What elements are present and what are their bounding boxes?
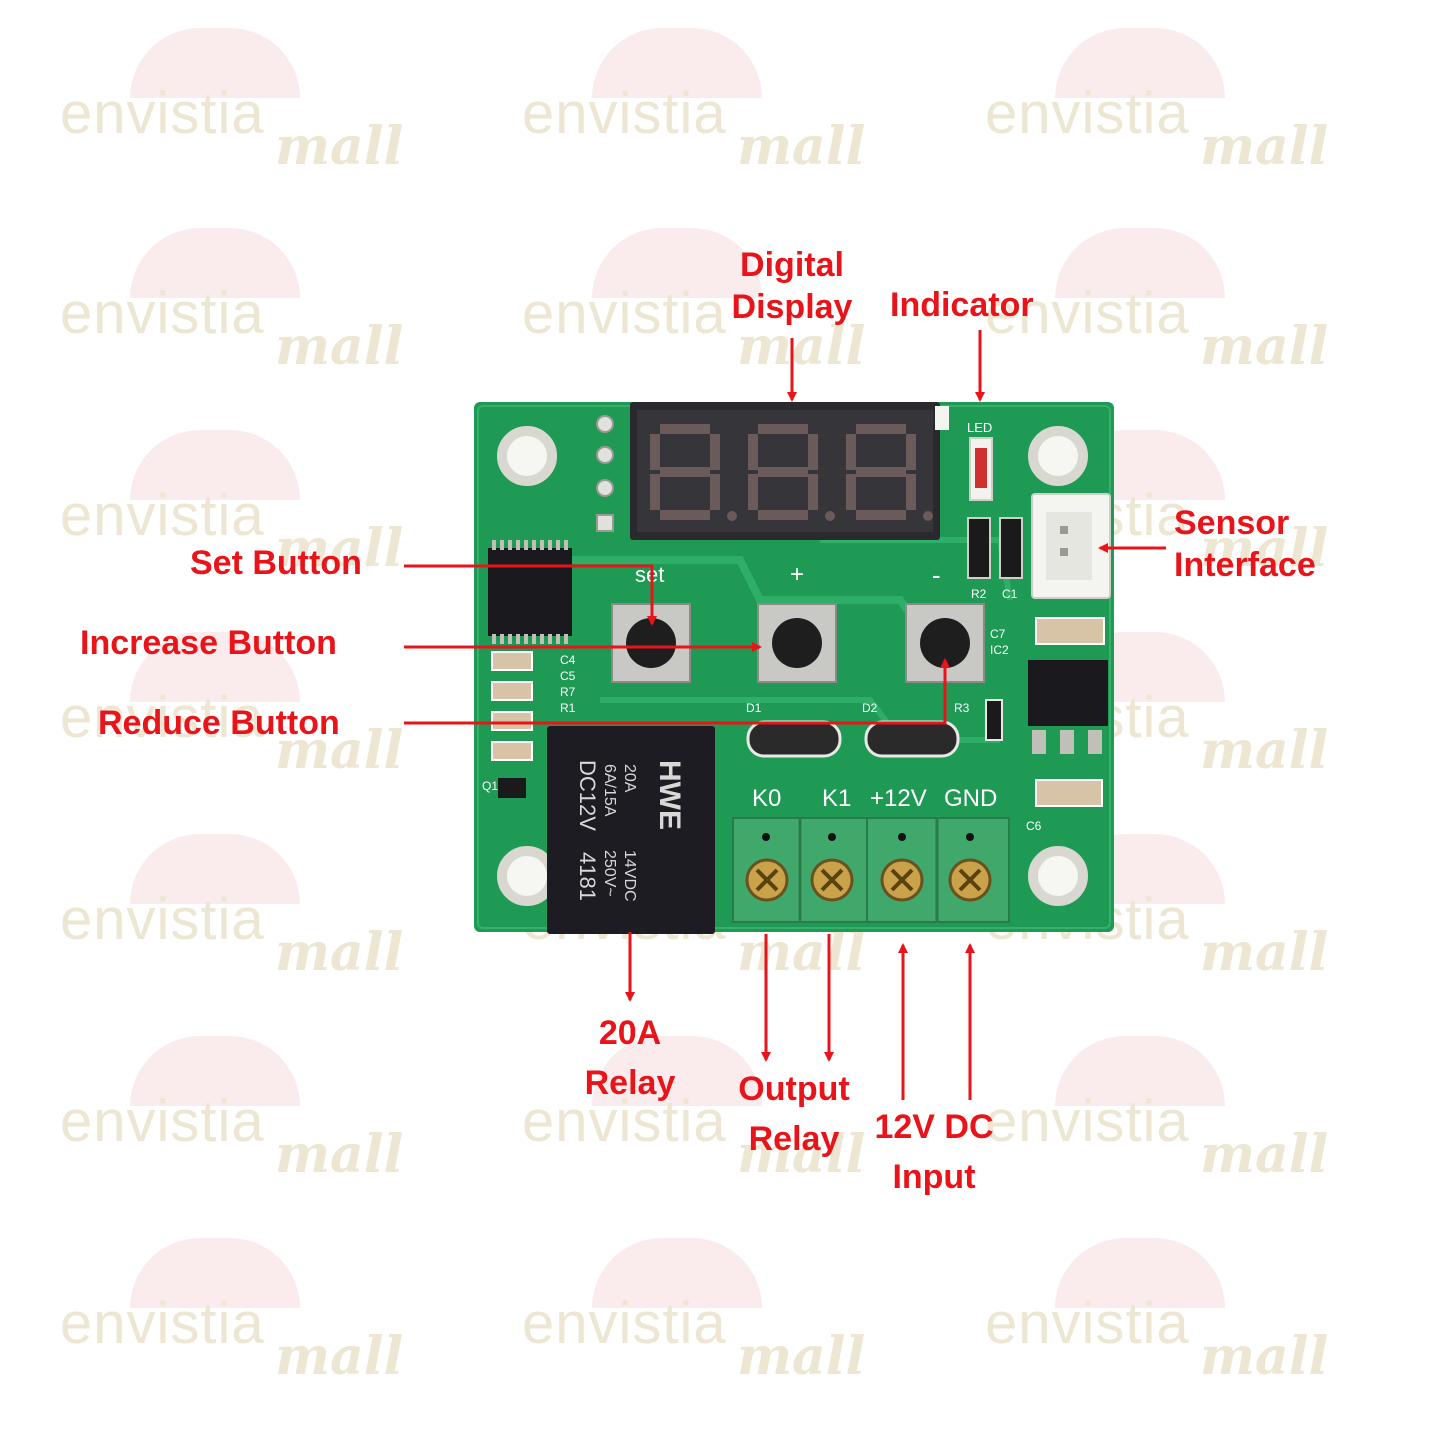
display-decimal-point	[923, 511, 933, 521]
terminal-12v: +12V	[870, 785, 927, 812]
label-reduce-button: Reduce Button	[98, 704, 340, 742]
relay-rating1: 20A	[621, 764, 638, 793]
label-dc-input-line1: 12V DC	[874, 1108, 994, 1146]
silk-c1: C1	[1002, 587, 1018, 601]
relay-rating2: 6A/15A	[601, 764, 618, 817]
relay-rating3: DC12V	[575, 760, 600, 831]
display-segment	[846, 474, 856, 510]
label-dc-input-line2: Input	[892, 1158, 976, 1196]
silk-r1: R1	[560, 701, 576, 715]
display-segment	[650, 434, 660, 470]
relay-brand: HWE	[653, 760, 686, 830]
label-set-button: Set Button	[190, 544, 362, 582]
relay-rating6: 4181	[575, 852, 600, 901]
display-segment	[710, 434, 720, 470]
terminal-k0: K0	[752, 785, 781, 812]
display-segment	[808, 434, 818, 470]
relay	[547, 726, 715, 934]
label-20a-relay-line2: Relay	[584, 1064, 676, 1102]
silk-r7: R7	[560, 685, 576, 699]
terminal-blocks	[732, 817, 1010, 923]
label-digital-display-line1: Digital	[740, 246, 844, 284]
terminal-gnd: GND	[944, 785, 997, 812]
tact-buttons	[611, 603, 985, 683]
silk-r2: R2	[971, 587, 987, 601]
silk-q1: Q1	[482, 779, 498, 793]
label-indicator: Indicator	[890, 286, 1034, 324]
display-segments	[650, 424, 933, 521]
silk-ic2: IC2	[990, 643, 1009, 657]
header-pads	[596, 415, 614, 532]
label-sensor-interface-line2: Interface	[1174, 546, 1316, 584]
display-segment	[710, 474, 720, 510]
display-segment	[660, 424, 710, 434]
silk-c4: C4	[560, 653, 576, 667]
display-segment	[660, 510, 710, 520]
silk-c7: C7	[990, 627, 1006, 641]
annotation-arrows	[404, 330, 1166, 1100]
mounting-hole	[497, 426, 1088, 906]
label-output-relay: Output Relay	[712, 1068, 876, 1160]
display-segment	[758, 510, 808, 520]
display-segment	[906, 474, 916, 510]
display-segment	[906, 434, 916, 470]
voltage-regulator	[1028, 660, 1108, 726]
display-segment	[856, 467, 906, 477]
label-increase-button: Increase Button	[80, 624, 337, 662]
terminal-k1: K1	[822, 785, 851, 812]
display-segment	[660, 467, 710, 477]
silk-led: LED	[967, 420, 992, 435]
silk-d1: D1	[746, 701, 762, 715]
ic-chip	[488, 548, 572, 636]
label-digital-display-line2: Display	[731, 288, 853, 326]
display-segment	[758, 424, 808, 434]
silk-plus: +	[790, 561, 804, 588]
display-segment	[758, 467, 808, 477]
label-sensor-interface-line1: Sensor	[1174, 504, 1290, 542]
silk-minus: -	[932, 560, 941, 590]
display-segment	[748, 434, 758, 470]
display-decimal-point	[727, 511, 737, 521]
silk-c5: C5	[560, 669, 576, 683]
display-segment	[856, 424, 906, 434]
label-output-relay-line2: Relay	[748, 1120, 840, 1158]
arrow-set-button	[404, 564, 657, 626]
label-output-relay-line1: Output	[738, 1070, 850, 1108]
display-segment	[808, 474, 818, 510]
label-20a-relay: 20A Relay	[560, 1012, 700, 1104]
label-sensor-interface: Sensor Interface	[1174, 502, 1316, 586]
label-dc-input: 12V DC Input	[852, 1106, 1016, 1198]
display-segment	[748, 474, 758, 510]
display-decimal-point	[825, 511, 835, 521]
display-segment	[650, 474, 660, 510]
display-segment	[856, 510, 906, 520]
arrow-reduce-button	[404, 658, 950, 725]
relay-rating4: 14VDC	[621, 850, 638, 902]
silk-c6: C6	[1026, 819, 1042, 833]
label-20a-relay-line1: 20A	[598, 1014, 662, 1052]
display-segment	[846, 434, 856, 470]
silk-r3: R3	[954, 701, 970, 715]
relay-rating5: 250V~	[601, 850, 618, 897]
silk-d2: D2	[862, 701, 878, 715]
label-digital-display: Digital Display	[712, 244, 872, 328]
